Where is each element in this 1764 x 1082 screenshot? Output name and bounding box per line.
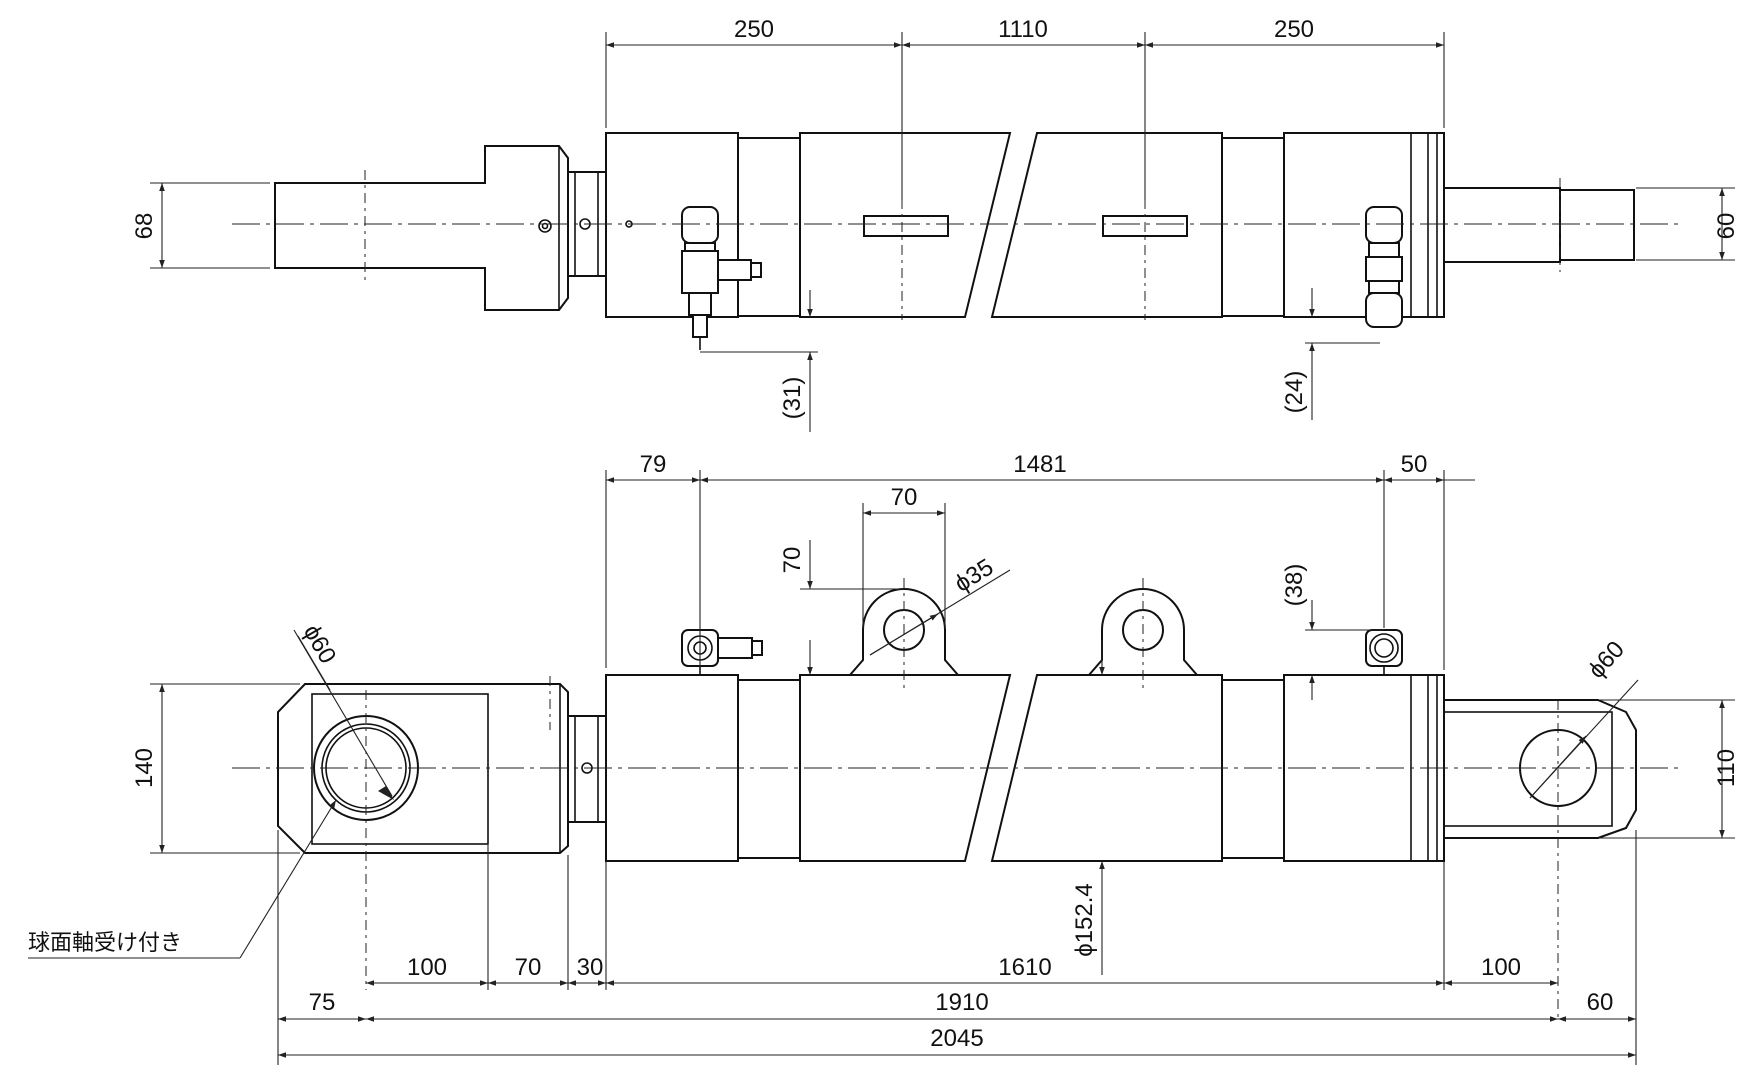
top-head-neck xyxy=(737,137,801,317)
dim-2045: 2045 xyxy=(930,1025,983,1052)
top-view: 250 1110 250 68 60 (31) (24) xyxy=(131,16,1740,432)
dim-75: 75 xyxy=(309,989,336,1016)
front-barrel-band xyxy=(1221,679,1285,859)
dim-30: 30 xyxy=(577,954,604,981)
dim-1610: 1610 xyxy=(998,954,1051,981)
dim-70-lug-width: 70 xyxy=(891,484,918,511)
dim-60-bottom: 60 xyxy=(1587,989,1614,1016)
dim-60-top: 60 xyxy=(1713,213,1740,240)
dim-68: 68 xyxy=(131,213,158,240)
top-trunnion-slot-left xyxy=(863,215,949,237)
dim-70-lug-height: 70 xyxy=(779,547,806,574)
dim-31: (31) xyxy=(779,377,806,420)
dim-250-left: 250 xyxy=(734,16,774,43)
top-cap-end xyxy=(1283,132,1445,318)
front-port-fitting-right xyxy=(1365,629,1403,675)
dim-110: 110 xyxy=(1713,749,1740,787)
dim-phi35: ϕ35 xyxy=(950,554,998,598)
dim-250-right: 250 xyxy=(1274,16,1314,43)
front-view: 79 1481 50 70 70 ϕ35 (38) ϕ60 ϕ60 xyxy=(28,451,1740,1065)
dim-79: 79 xyxy=(640,451,667,478)
dim-phi152-4: ϕ152.4 xyxy=(1071,883,1098,957)
dim-100-left: 100 xyxy=(407,954,447,981)
front-head-neck xyxy=(737,679,801,859)
front-port-fitting-left xyxy=(681,629,763,675)
front-rod-collar xyxy=(567,715,607,823)
dim-1110: 1110 xyxy=(998,16,1048,43)
dim-70-left: 70 xyxy=(515,954,542,981)
dim-phi60-right: ϕ60 xyxy=(1583,636,1630,684)
dim-140: 140 xyxy=(131,748,158,788)
dim-24: (24) xyxy=(1281,371,1308,414)
top-rod-end-block xyxy=(274,145,569,311)
front-rod-eye-right xyxy=(1443,699,1637,839)
spherical-bearing-note: 球面軸受け付き xyxy=(28,931,182,956)
dim-38: (38) xyxy=(1281,564,1308,607)
top-barrel-band xyxy=(1221,137,1285,317)
dim-100-right: 100 xyxy=(1481,954,1521,981)
front-clevis-left xyxy=(277,676,569,990)
top-port-fitting-right xyxy=(1365,206,1403,328)
dim-50: 50 xyxy=(1401,451,1428,478)
top-port-fitting-left xyxy=(681,206,762,350)
dim-1481: 1481 xyxy=(1013,451,1066,478)
top-rod-eye-right xyxy=(1443,178,1635,272)
dim-1910: 1910 xyxy=(935,989,988,1016)
dim-phi60-left: ϕ60 xyxy=(298,620,341,668)
